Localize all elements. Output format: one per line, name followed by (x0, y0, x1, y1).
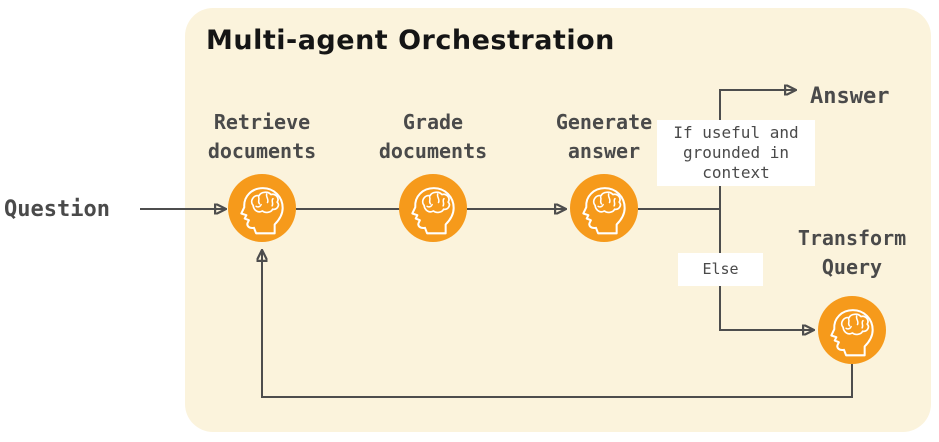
brain-icon (235, 181, 289, 235)
node-label-transform-query: Transform Query (797, 226, 907, 279)
agent-node-transform-query (818, 296, 886, 364)
edge-feedback-loop (262, 251, 853, 398)
brain-icon (825, 303, 879, 357)
condition-else-label: Else (678, 253, 763, 286)
node-label-generate-answer: Generate answer (555, 110, 653, 163)
brain-icon (577, 181, 631, 235)
brain-icon (406, 181, 460, 235)
edge-else-branch (719, 208, 813, 330)
orchestration-panel (185, 8, 931, 432)
agent-node-retrieve-documents (228, 174, 296, 242)
agent-node-generate-answer (570, 174, 638, 242)
node-label-grade-documents: Grade documents (378, 110, 488, 163)
answer-label: Answer (810, 84, 890, 109)
condition-useful-label: If useful and grounded in context (657, 120, 815, 186)
node-label-retrieve-documents: Retrieve documents (207, 110, 317, 163)
agent-node-grade-documents (399, 174, 467, 242)
diagram-title: Multi-agent Orchestration (206, 25, 615, 56)
question-label: Question (4, 197, 110, 222)
